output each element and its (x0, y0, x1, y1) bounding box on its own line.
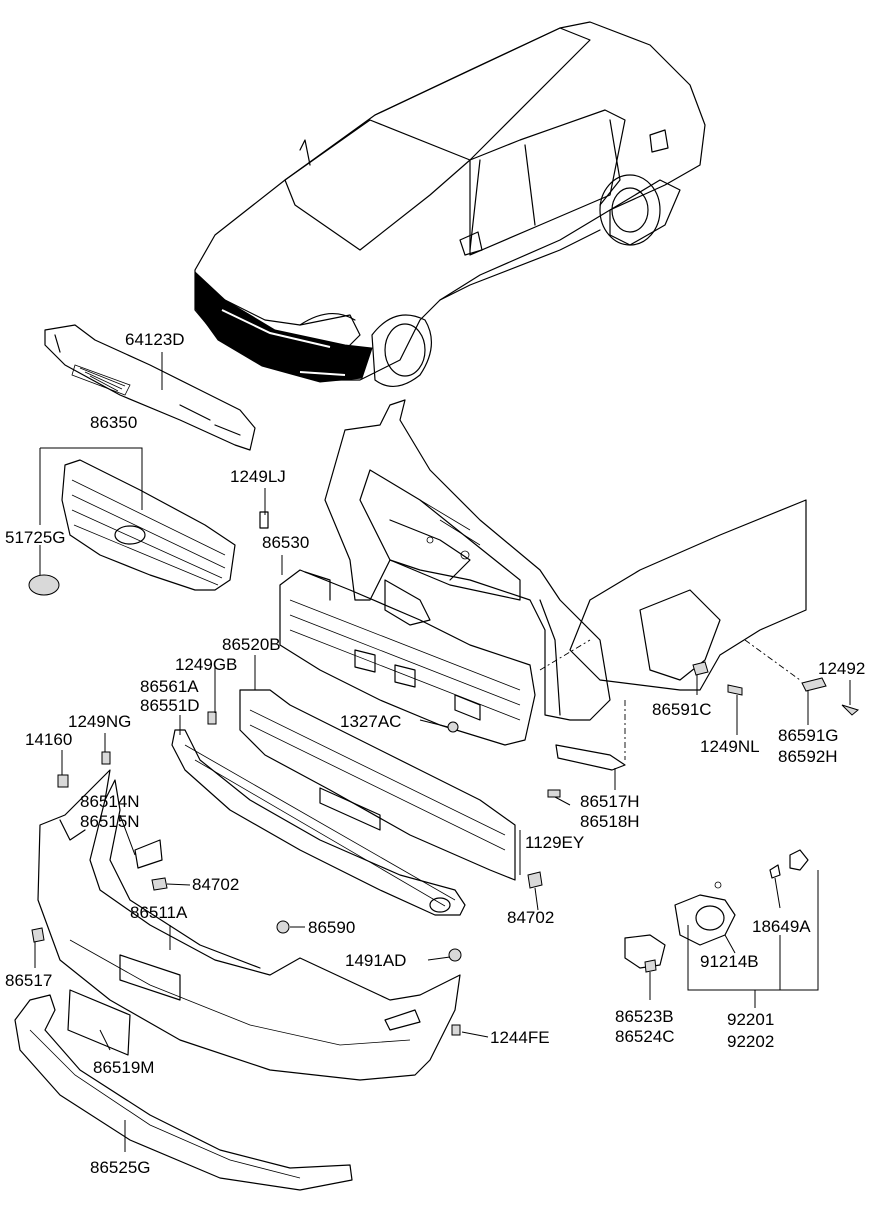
front-fender (569, 499, 807, 691)
label-18649A: 18649A (752, 917, 811, 936)
label-86511A: 86511A (130, 903, 188, 922)
front-end-carrier (324, 399, 611, 721)
label-1129EY: 1129EY (525, 833, 584, 852)
radiator-upper-cover (44, 324, 256, 451)
part-labels: 64123D 86350 1249LJ 51725G 86530 86520B … (5, 330, 865, 1177)
label-12492: 12492 (818, 659, 865, 678)
energy-absorber (239, 689, 516, 881)
label-91214B: 91214B (700, 952, 759, 971)
label-86530: 86530 (262, 533, 309, 552)
bumper-cover (37, 769, 461, 1081)
bumper-beam (279, 569, 536, 746)
label-1327AC: 1327AC (340, 712, 401, 731)
label-1249NL: 1249NL (700, 737, 760, 756)
label-86592H: 86592H (778, 747, 838, 766)
label-1249NG: 1249NG (68, 712, 131, 731)
label-92202: 92202 (727, 1032, 774, 1051)
label-86591G: 86591G (778, 726, 839, 745)
label-86520B: 86520B (222, 635, 281, 654)
leader-lines (34, 352, 851, 1152)
label-86523B: 86523B (615, 1007, 674, 1026)
lower-lip-spoiler (14, 994, 353, 1191)
label-1244FE: 1244FE (490, 1028, 550, 1047)
label-86515N: 86515N (80, 812, 140, 831)
label-1249LJ: 1249LJ (230, 467, 286, 486)
label-84702-a: 84702 (192, 875, 239, 894)
car-illustration (194, 21, 706, 387)
label-86561A: 86561A (140, 677, 199, 696)
fog-lamp-assembly (624, 849, 809, 969)
lower-grille-strip (171, 729, 466, 916)
label-86514N: 86514N (80, 792, 140, 811)
license-plate-bracket (67, 989, 131, 1056)
label-84702-b: 84702 (507, 908, 554, 927)
label-86524C: 86524C (615, 1027, 675, 1046)
label-86519M: 86519M (93, 1058, 154, 1077)
label-86517: 86517 (5, 971, 52, 990)
label-1491AD: 1491AD (345, 951, 406, 970)
label-86551D: 86551D (140, 696, 200, 715)
label-14160: 14160 (25, 730, 72, 749)
fasteners (31, 661, 860, 1036)
label-64123D: 64123D (125, 330, 185, 349)
label-86525G: 86525G (90, 1158, 151, 1177)
label-86591C: 86591C (652, 700, 712, 719)
label-1249GB: 1249GB (175, 655, 237, 674)
label-86518H: 86518H (580, 812, 640, 831)
label-86350: 86350 (90, 413, 137, 432)
label-86517H: 86517H (580, 792, 640, 811)
label-92201: 92201 (727, 1010, 774, 1029)
label-86590: 86590 (308, 918, 355, 937)
label-51725G: 51725G (5, 528, 66, 547)
